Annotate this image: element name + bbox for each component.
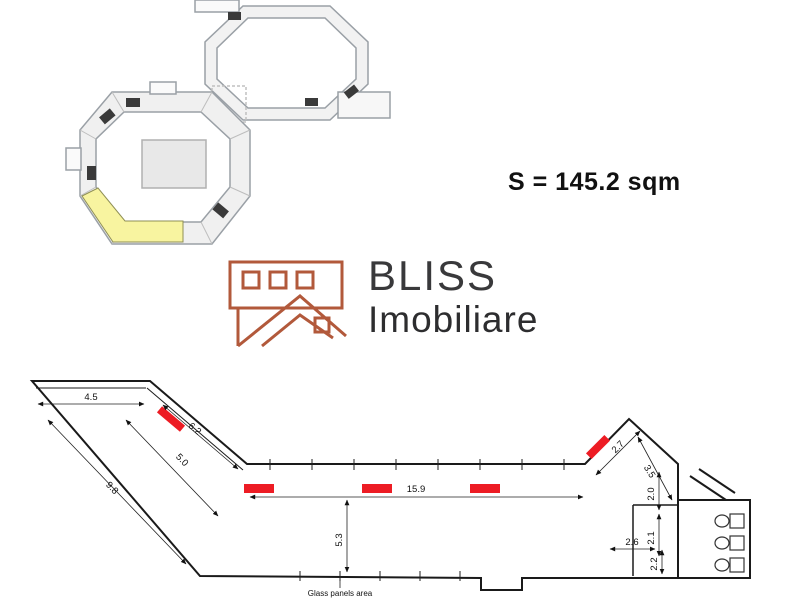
dimension-label-2-6: 2.6 <box>625 537 638 548</box>
dimension-label-15-9: 15.9 <box>407 484 426 495</box>
restroom-block <box>678 468 751 579</box>
dimension-label-2-1: 2.1 <box>646 531 657 544</box>
glass-panels-label: Glass panels area <box>308 589 373 598</box>
dimension-label-5-0: 5.0 <box>173 452 190 469</box>
dimension-label-2-0: 2.0 <box>646 487 657 500</box>
dimension-label-4-5: 4.5 <box>84 392 97 403</box>
toilet-icons <box>714 513 745 573</box>
dimension-label-3-5: 3.5 <box>641 463 657 480</box>
logo-house-icon <box>228 260 347 348</box>
dimension-lines <box>37 401 673 588</box>
red-wall-markers <box>156 406 611 493</box>
dimension-label-5-3: 5.3 <box>334 533 345 546</box>
overview-floorplan <box>65 0 391 245</box>
dimension-label-2-7: 2.7 <box>610 439 627 456</box>
stair-core-icons <box>87 12 359 219</box>
dimension-label-9-8: 9.8 <box>103 480 120 497</box>
logo-brand-subtitle: Imobiliare <box>368 299 539 340</box>
logo-brand-name: BLISS <box>368 252 498 299</box>
dimension-label-2-2: 2.2 <box>649 557 660 570</box>
detail-floorplan: 4.5 6.2 9.8 5.0 15.9 5.3 2.7 3.5 2.0 2.1… <box>29 380 751 598</box>
area-size-label: S = 145.2 sqm <box>508 168 681 196</box>
highlighted-unit <box>81 187 184 243</box>
